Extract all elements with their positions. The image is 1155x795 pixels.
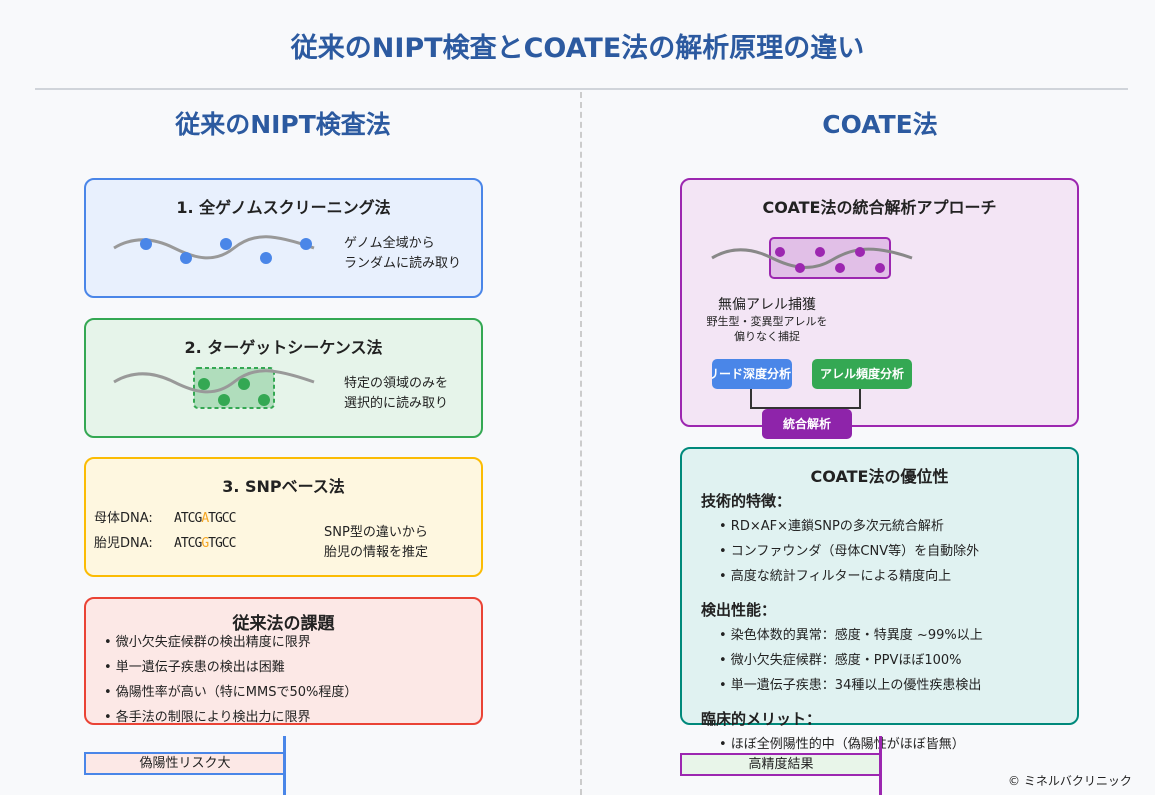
issues-box: 従来法の課題 • 微小欠失症候群の検出精度に限界 • 単一遺伝子疾患の検出は困難… <box>84 597 483 725</box>
column-divider <box>580 92 582 795</box>
maternal-seq: ATCGATGCC <box>174 511 236 526</box>
section-heading: 技術的特徴： <box>701 492 792 510</box>
fetal-seq: ATCGGTGCC <box>174 536 236 551</box>
list-item: • ほぼ全例陽性的中（偽陽性がほぼ皆無） <box>719 737 965 752</box>
list-item: • 高度な統計フィルターによる精度向上 <box>719 569 952 584</box>
right-heading: COATE法 <box>822 110 938 139</box>
target-region-icon <box>113 367 315 409</box>
box-desc: ゲノム全域からランダムに読み取り <box>344 236 462 271</box>
section-heading: 検出性能： <box>701 601 777 619</box>
box-title: COATE法の統合解析アプローチ <box>762 198 997 217</box>
integrated-analysis: 統合解析 <box>762 409 852 439</box>
box-title: 2. ターゲットシーケンス法 <box>184 338 383 357</box>
capture-text: 無偏アレル捕獲 野生型・変異型アレルを 偏りなく捕捉 <box>706 297 828 343</box>
target-seq-box: 2. ターゲットシーケンス法 特定の領域のみを選択的に読み取り <box>84 318 483 438</box>
connector-lines <box>750 389 861 409</box>
box-desc: SNP型の違いから胎児の情報を推定 <box>324 525 429 560</box>
result-high-accuracy: 高精度結果 <box>680 753 880 776</box>
list-item: • 染色体数的異常：感度・特異度 ~99%以上 <box>719 628 983 643</box>
result-connector <box>879 736 882 795</box>
result-connector <box>283 736 286 795</box>
advantages-content: 技術的特徴： • RD×AF×連鎖SNPの多次元統合解析 • コンファウンダ（母… <box>701 490 983 757</box>
coate-approach-box: COATE法の統合解析アプローチ 無偏アレル捕獲 野生型・変異型アレルを 偏りな… <box>680 178 1079 439</box>
fetal-label: 胎児DNA: <box>94 536 153 551</box>
section-heading: 臨床的メリット： <box>701 710 822 728</box>
issues-list: • 微小欠失症候群の検出精度に限界 • 単一遺伝子疾患の検出は困難 • 偽陽性率… <box>104 630 357 730</box>
snp-box: 3. SNPベース法 母体DNA: ATCGATGCC 胎児DNA: ATCGG… <box>84 457 483 577</box>
list-item: • 偽陽性率が高い（特にMMSで50%程度） <box>104 685 358 700</box>
divider <box>35 88 1128 90</box>
page-title: 従来のNIPT検査とCOATE法の解析原理の違い <box>290 33 865 64</box>
result-false-positive: 偽陽性リスク大 <box>84 752 284 775</box>
copyright: © ミネルバクリニック <box>1008 774 1132 788</box>
list-item: • 微小欠失症候群：感度・PPVほぼ100% <box>719 653 962 668</box>
read-depth-analysis: リード深度分析 <box>712 359 792 389</box>
allele-frequency-analysis: アレル頻度分析 <box>812 359 912 389</box>
coate-advantages-box: COATE法の優位性 <box>680 447 1079 725</box>
unbiased-capture-icon <box>711 237 913 279</box>
list-item: • RD×AF×連鎖SNPの多次元統合解析 <box>719 519 944 534</box>
box-title: 従来法の課題 <box>232 614 335 634</box>
whole-genome-box: 1. 全ゲノムスクリーニング法 ゲノム全域からランダムに読み取り <box>84 178 483 298</box>
list-item: • 微小欠失症候群の検出精度に限界 <box>104 635 311 650</box>
box-title: COATE法の優位性 <box>810 467 949 486</box>
maternal-label: 母体DNA: <box>94 511 153 526</box>
genome-wave-icon <box>113 235 315 264</box>
box-title: 1. 全ゲノムスクリーニング法 <box>176 198 391 217</box>
list-item: • コンファウンダ（母体CNV等）を自動除外 <box>719 544 980 559</box>
list-item: • 各手法の制限により検出力に限界 <box>104 710 311 725</box>
left-heading: 従来のNIPT検査法 <box>175 110 391 139</box>
box-desc: 特定の領域のみを選択的に読み取り <box>344 376 449 411</box>
list-item: • 単一遺伝子疾患の検出は困難 <box>104 660 285 675</box>
list-item: • 単一遺伝子疾患：34種以上の優性疾患検出 <box>719 678 982 693</box>
box-title: 3. SNPベース法 <box>222 477 345 496</box>
